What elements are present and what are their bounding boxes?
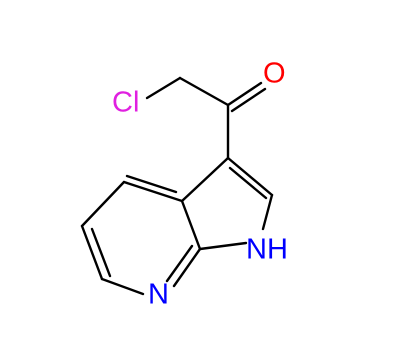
bond-n7-c7a-inner: [165, 244, 194, 283]
bond-c3a-c4-inner: [125, 174, 178, 194]
bond-c4-c5: [80, 180, 126, 228]
atom-label-pyridine-n: N: [148, 279, 169, 311]
bond-n7-c7a: [172, 247, 202, 288]
bond-c3a-c7a: [180, 199, 202, 251]
bond-cl-ch2: [145, 76, 182, 100]
bond-c5-c6-inner: [90, 227, 112, 278]
atom-label-pyrrole-nh: NH: [246, 234, 288, 266]
bond-carbonyl-oxygen-2: [230, 87, 267, 113]
atom-label-oxygen: O: [263, 58, 286, 90]
bond-c5-c6: [80, 224, 104, 281]
bond-c2-n1: [261, 193, 274, 231]
atom-label-chlorine: Cl: [112, 87, 139, 119]
bond-c3-c2-inner: [228, 166, 268, 200]
bond-c3a-c4: [122, 180, 184, 203]
bond-n1-c7a: [198, 241, 248, 251]
bond-ch2-carbonyl: [178, 76, 230, 107]
bond-c3a-c3: [180, 156, 230, 203]
bond-c3-c2: [226, 156, 274, 197]
bond-carbonyl-oxygen-1: [226, 81, 263, 107]
bond-c6-n7: [100, 277, 145, 296]
